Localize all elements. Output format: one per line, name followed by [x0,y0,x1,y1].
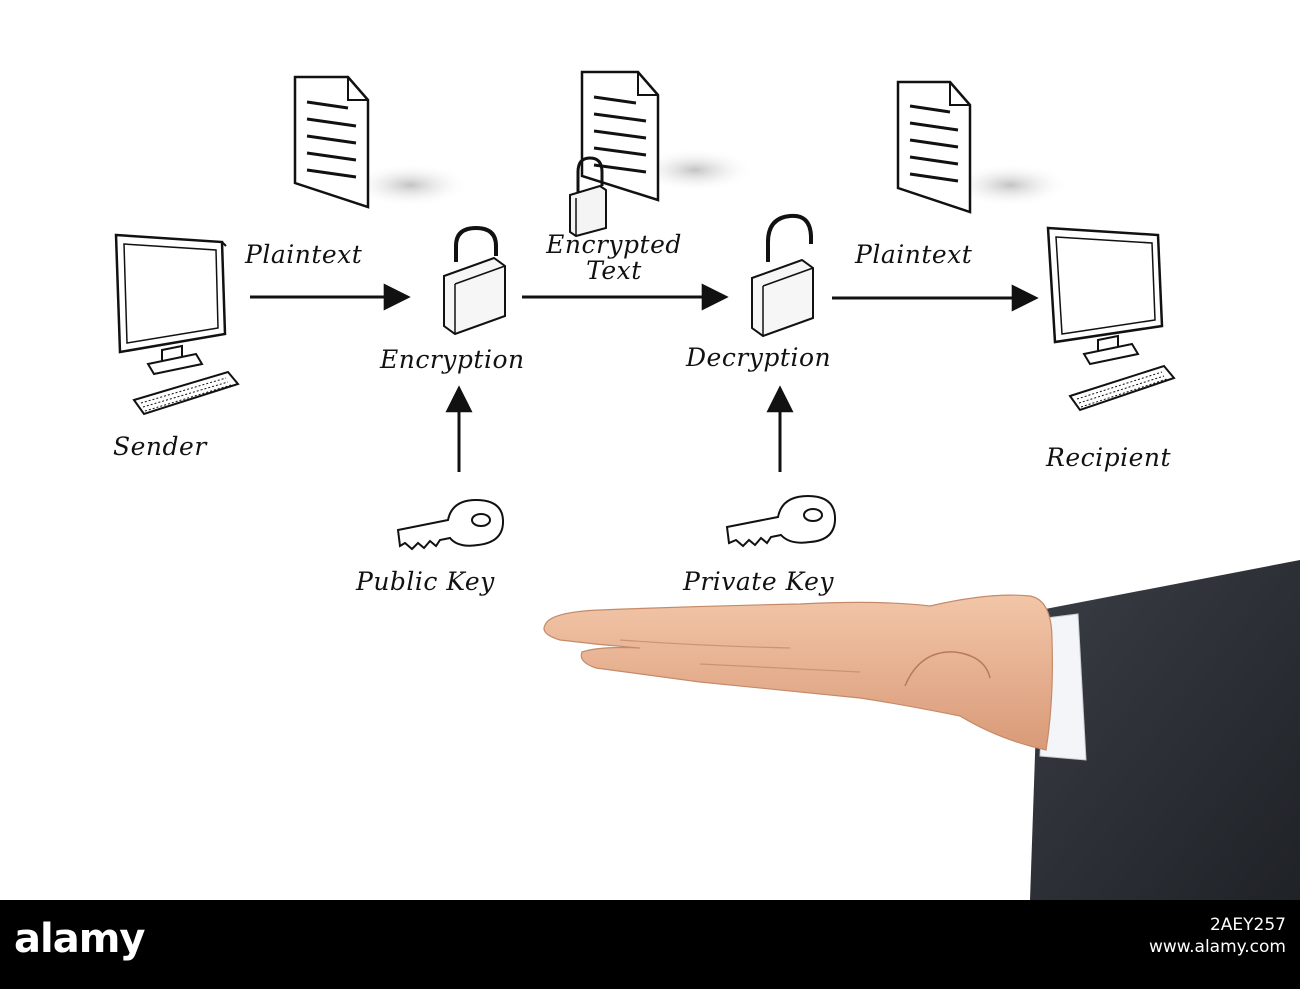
open-lock-icon [751,213,814,338]
document-icon [896,80,1070,214]
decryption-label: Decryption [686,343,832,372]
document-icon [293,75,470,209]
presenter-hand [543,560,1300,900]
image-id: 2AEY257 [1209,915,1286,935]
alamy-logo: alamy [14,916,145,962]
small-lock-icon [569,156,607,238]
private-key-icon [725,494,837,548]
diagram-canvas: Plaintext Encrypted Text Plaintext Encry… [113,70,1300,900]
watermark-info: 2AEY257 www.alamy.com [1149,914,1286,958]
diagram-drawing [114,70,1300,900]
plaintext-out-label: Plaintext [855,240,973,269]
encrypted-text-label: Encrypted Text [530,232,698,284]
watermark-url: www.alamy.com [1148,937,1286,957]
public-key-icon [396,498,505,551]
sender-label: Sender [113,432,207,461]
recipient-computer-icon [1046,226,1176,412]
encrypted-document-icon [580,70,755,202]
recipient-label: Recipient [1046,443,1172,472]
public-key-label: Public Key [356,567,495,596]
watermark-bar: alamy 2AEY257 www.alamy.com [0,900,1300,989]
encrypted-text-line1: Encrypted [546,230,682,259]
encryption-label: Encryption [380,345,525,374]
closed-lock-icon [443,225,506,336]
sender-computer-icon [114,233,240,416]
plaintext-in-label: Plaintext [245,240,363,269]
encrypted-text-line2: Text [586,256,642,285]
private-key-label: Private Key [683,567,835,596]
